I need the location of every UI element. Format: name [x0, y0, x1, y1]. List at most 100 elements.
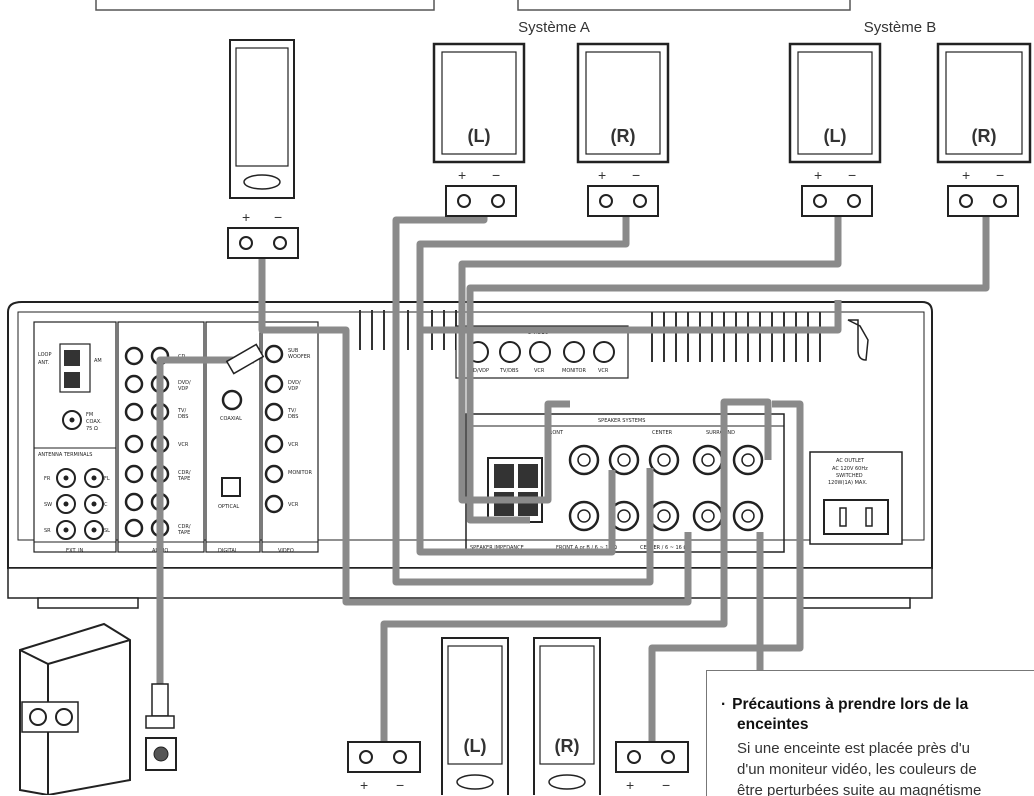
surround-right-speaker: (R)	[533, 637, 601, 795]
caution-note: ·Précautions à prendre lors de la encein…	[706, 670, 1034, 796]
svg-text:(R): (R)	[972, 126, 997, 146]
system-a-left-terminal	[445, 185, 517, 217]
svg-text:(R): (R)	[555, 736, 580, 756]
svg-text:COAX.: COAX.	[86, 419, 102, 425]
svg-text:WOOFER: WOOFER	[288, 354, 311, 360]
system-a-label: Système A	[518, 19, 590, 36]
ac-outlet: AC OUTLET AC 120V 60Hz SWITCHED 120W(1A)…	[809, 451, 903, 545]
svg-text:FR: FR	[44, 476, 51, 482]
svg-text:MONITOR: MONITOR	[562, 368, 586, 374]
svg-text:+: +	[962, 167, 970, 183]
svg-text:AC OUTLET: AC OUTLET	[836, 458, 865, 464]
top-label-box-left	[95, 0, 435, 11]
svg-text:ANTENNA TERMINALS: ANTENNA TERMINALS	[38, 452, 92, 458]
svg-text:SW: SW	[44, 502, 52, 508]
svg-text:VDP: VDP	[178, 386, 188, 392]
surround-left-speaker: (L)	[441, 637, 509, 795]
system-a-right-terminal	[587, 185, 659, 217]
svg-text:VDP: VDP	[288, 386, 298, 392]
caution-note-title-2: enceintes	[737, 716, 809, 733]
system-b-right-speaker: (R) + −	[936, 42, 1032, 217]
caution-note-line-1: Si une enceinte est placée près d'u	[737, 740, 971, 757]
surround-right-terminal: + −	[615, 741, 689, 793]
caution-note-line-2: d'un moniteur vidéo, les couleurs de	[737, 761, 977, 778]
loop-ant-label: LOOP	[38, 352, 52, 358]
speaker-systems-panel: SPEAKER SYSTEMS FRONT CENTER SURROUND SP…	[465, 413, 785, 553]
svg-text:C: C	[104, 502, 108, 508]
svg-text:VCR: VCR	[534, 368, 545, 374]
svg-text:TV/DBS: TV/DBS	[499, 368, 519, 374]
center-speaker: + −	[227, 39, 299, 259]
svg-text:VCR: VCR	[288, 442, 299, 448]
svg-text:+: +	[242, 209, 250, 225]
system-b-right-terminal	[947, 185, 1019, 217]
system-a-left-speaker: (L) + −	[432, 42, 526, 217]
caution-note-title: ·Précautions à prendre lors de la	[721, 696, 969, 713]
svg-text:+: +	[626, 777, 634, 793]
svg-text:TAPE: TAPE	[177, 476, 190, 482]
svg-text:AM: AM	[94, 358, 102, 364]
system-a-right-speaker: (R) + −	[576, 42, 670, 217]
top-label-box-right	[517, 0, 851, 11]
svg-text:SUB: SUB	[288, 348, 299, 354]
svg-text:FRONT: FRONT	[546, 430, 564, 436]
subwoofer	[19, 622, 131, 795]
svg-text:DVD/: DVD/	[288, 380, 301, 386]
svg-text:(L): (L)	[468, 126, 491, 146]
svg-text:CENTER: CENTER	[652, 430, 673, 436]
svg-text:−: −	[274, 209, 282, 225]
svg-text:FM: FM	[86, 412, 93, 418]
subwoofer-plug	[225, 343, 265, 375]
svg-text:−: −	[848, 167, 856, 183]
svg-text:DVD/: DVD/	[178, 380, 191, 386]
svg-text:120W(1A) MAX.: 120W(1A) MAX.	[828, 480, 868, 486]
svg-text:VCR: VCR	[288, 502, 299, 508]
system-b-left-terminal	[801, 185, 873, 217]
svg-text:FL: FL	[104, 476, 110, 482]
am-ground-terminal[interactable]	[64, 372, 80, 388]
svg-text:SL: SL	[104, 528, 110, 534]
s-video-jacks[interactable]	[467, 341, 615, 363]
svg-text:+: +	[360, 777, 368, 793]
coaxial-jack[interactable]	[221, 389, 243, 411]
am-terminal[interactable]	[64, 350, 80, 366]
svg-text:75 Ω: 75 Ω	[86, 426, 98, 432]
svg-text:TAPE: TAPE	[177, 530, 190, 536]
svg-text:OPTICAL: OPTICAL	[218, 504, 239, 510]
svg-text:SPEAKER SYSTEMS: SPEAKER SYSTEMS	[598, 418, 645, 424]
svg-text:VIDEO: VIDEO	[278, 548, 294, 554]
svg-text:DIGITAL: DIGITAL	[218, 548, 238, 554]
svg-text:DBS: DBS	[288, 414, 298, 420]
svg-text:SWITCHED: SWITCHED	[836, 473, 863, 479]
system-b-left-speaker: (L) + −	[788, 42, 882, 217]
svg-text:(R): (R)	[611, 126, 636, 146]
svg-text:EXT. IN: EXT. IN	[66, 548, 84, 554]
svg-text:−: −	[996, 167, 1004, 183]
svg-text:CDR/: CDR/	[178, 470, 191, 476]
video-jacks[interactable]	[264, 344, 284, 514]
svg-text:+: +	[598, 167, 606, 183]
svg-text:−: −	[396, 777, 404, 793]
svg-text:(L): (L)	[824, 126, 847, 146]
svg-text:SR: SR	[44, 528, 51, 534]
svg-text:+: +	[814, 167, 822, 183]
center-speaker-terminal	[227, 227, 299, 259]
svg-text:SPEAKER IMPEDANCE: SPEAKER IMPEDANCE	[470, 545, 524, 551]
s-video-section: S-VIDEO DVD/VDP TV/DBS VCR MONITOR VCR	[455, 325, 629, 379]
ac-outlet-socket[interactable]	[823, 499, 889, 535]
svg-text:COAXIAL: COAXIAL	[220, 416, 242, 422]
svg-text:DVD/VDP: DVD/VDP	[466, 368, 489, 374]
system-b-label: Système B	[864, 19, 937, 36]
svg-text:FRONT A or B / 6 ~ 16 Ω: FRONT A or B / 6 ~ 16 Ω	[556, 545, 617, 551]
svg-text:+: +	[458, 167, 466, 183]
svg-text:TV/: TV/	[177, 408, 186, 414]
svg-text:−: −	[662, 777, 670, 793]
svg-text:ANT.: ANT.	[38, 360, 50, 366]
svg-text:−: −	[632, 167, 640, 183]
svg-text:MONITOR: MONITOR	[288, 470, 312, 476]
svg-text:CENTER / 6 ~ 16 Ω: CENTER / 6 ~ 16 Ω	[640, 545, 687, 551]
optical-jack[interactable]	[221, 477, 241, 497]
svg-text:DBS: DBS	[178, 414, 188, 420]
svg-text:CDR/: CDR/	[178, 524, 191, 530]
